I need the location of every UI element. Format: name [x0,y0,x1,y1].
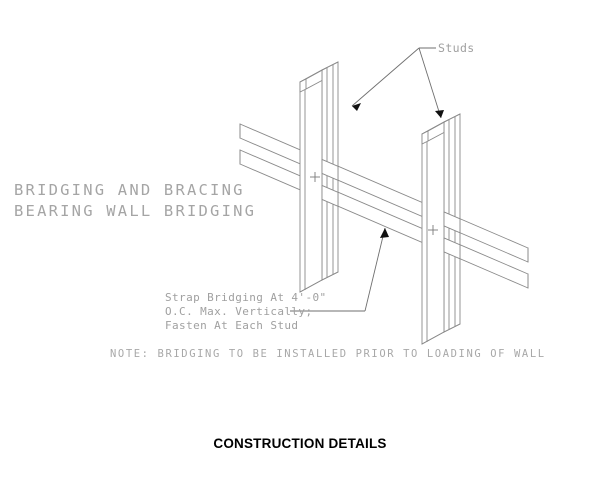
detail-heading-line-2: BEARING WALL BRIDGING [14,202,256,220]
strap-callout-line-2: O.C. Max. Vertically; [165,305,312,318]
general-note: NOTE: BRIDGING TO BE INSTALLED PRIOR TO … [110,348,546,360]
sheet-title: CONSTRUCTION DETAILS [213,436,387,451]
stud-left [299,61,339,293]
strap-crossing-right-stud [443,211,461,260]
fastener-mark-left-stud [310,172,320,182]
studs-leader [351,47,444,119]
strap-bridging-lower [239,149,529,289]
strap-callout-line-1: Strap Bridging At 4'-0" [165,291,327,304]
detail-heading-line-1: BRIDGING AND BRACING [14,181,245,199]
studs-callout-label: Studs [438,41,475,55]
fastener-mark-right-stud [428,225,438,235]
strap-leader [290,227,389,312]
strap-crossing-left-stud [321,158,339,207]
strap-bridging-upper [239,123,529,263]
strap-callout-line-3: Fasten At Each Stud [165,319,298,332]
